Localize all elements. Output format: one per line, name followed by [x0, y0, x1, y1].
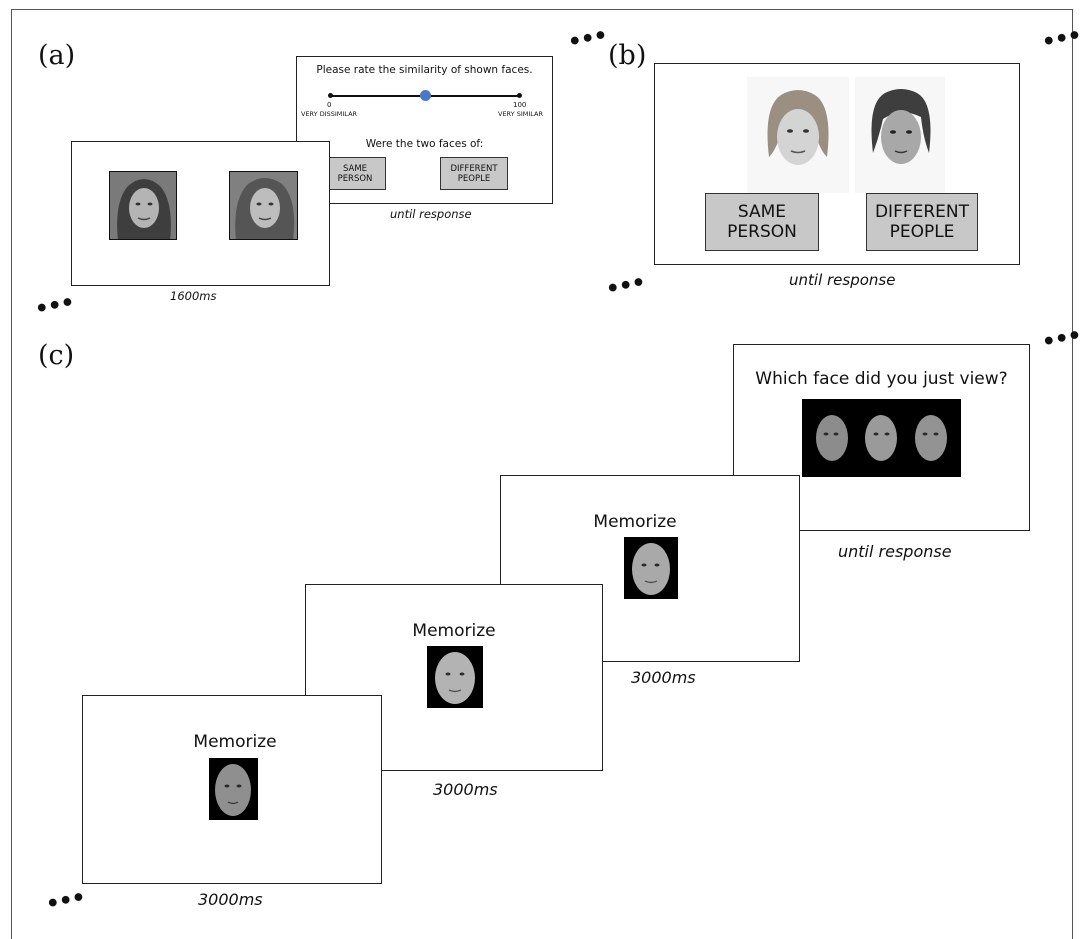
memorize-face-3	[624, 537, 678, 599]
rating-question: Please rate the similarity of shown face…	[316, 64, 533, 76]
face-photo-b-right	[855, 77, 945, 193]
test-screen: Which face did you just view?	[733, 344, 1030, 531]
rating-max-label: VERY SIMILAR	[498, 110, 543, 118]
memorize-title-1: Memorize	[193, 732, 277, 752]
ellipsis-b-bottom: •••	[603, 270, 648, 303]
rating-slider-knob[interactable]	[419, 90, 431, 101]
rating-same-person-button[interactable]: SAME PERSON	[324, 157, 386, 190]
rating-different-people-button[interactable]: DIFFERENT PEOPLE	[440, 157, 508, 190]
face-photo-right	[229, 171, 298, 240]
rating-scale-max-dot	[517, 93, 522, 98]
same-different-screen: SAME PERSON DIFFERENT PEOPLE	[654, 63, 1020, 265]
face-pair-duration-caption: 1600ms	[170, 289, 217, 303]
face-photo-b-left	[747, 77, 849, 193]
rating-screen: Please rate the similarity of shown face…	[296, 56, 553, 204]
face-pair-screen	[71, 141, 330, 286]
panel-b-label: (b)	[608, 40, 647, 71]
memorize-duration-1: 3000ms	[198, 890, 263, 909]
memorize-face-1	[209, 758, 258, 820]
panel-c-label: (c)	[38, 340, 75, 371]
rating-duration-caption: until response	[390, 207, 472, 221]
memorize-duration-3: 3000ms	[631, 668, 696, 687]
rating-prompt: Were the two faces of:	[365, 138, 484, 150]
same-different-duration-caption: until response	[789, 271, 896, 289]
ellipsis-b-top: •••	[1039, 23, 1081, 56]
rating-max-value: 100	[513, 101, 527, 109]
memorize-screen-1: Memorize	[82, 695, 382, 884]
same-person-button[interactable]: SAME PERSON	[705, 193, 819, 251]
memorize-title-2: Memorize	[412, 621, 496, 641]
test-face-lineup[interactable]	[802, 399, 961, 477]
ellipsis-c-bottom: •••	[43, 885, 88, 918]
rating-min-label: VERY DISSIMILAR	[301, 110, 358, 118]
memorize-duration-2: 3000ms	[433, 780, 498, 799]
rating-min-value: 0	[327, 101, 332, 109]
ellipsis-a-bottom: •••	[32, 290, 77, 323]
panel-a-label: (a)	[38, 40, 76, 71]
face-photo-left	[109, 171, 177, 240]
memorize-face-2	[427, 646, 483, 708]
figure-border	[11, 9, 1073, 939]
test-question: Which face did you just view?	[755, 369, 1008, 389]
rating-scale-min-dot	[328, 93, 333, 98]
memorize-title-3: Memorize	[593, 512, 677, 532]
test-duration-caption: until response	[838, 542, 952, 561]
different-people-button[interactable]: DIFFERENT PEOPLE	[866, 193, 978, 251]
ellipsis-a-top: •••	[565, 23, 610, 56]
ellipsis-c-top: •••	[1039, 323, 1081, 356]
